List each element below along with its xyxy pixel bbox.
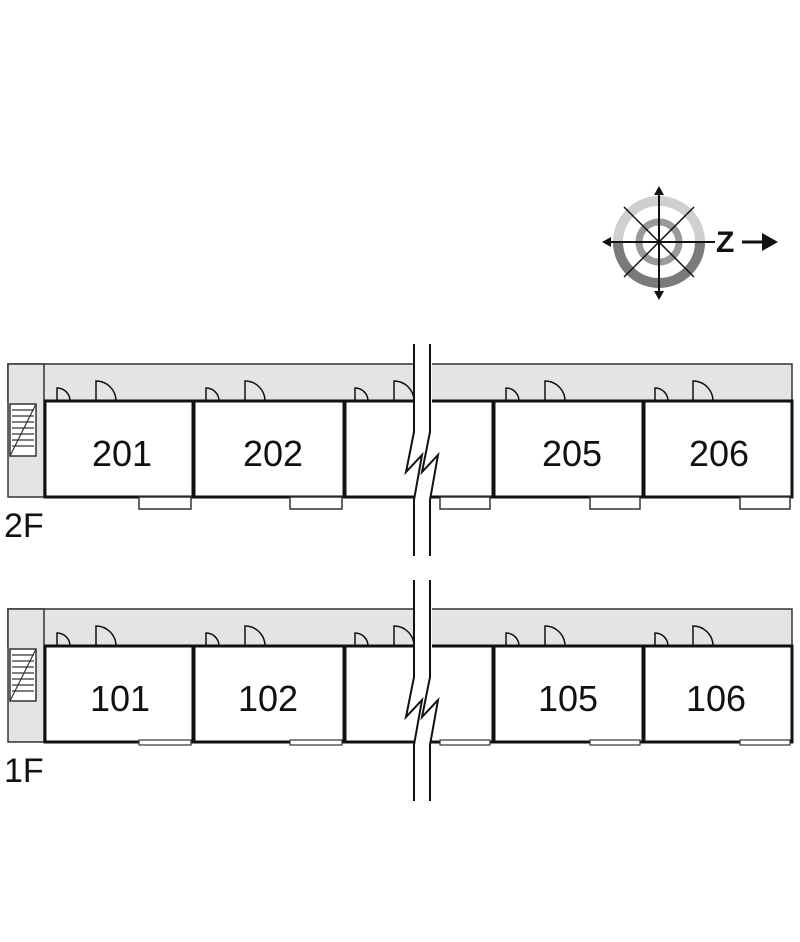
door-icon bbox=[505, 387, 520, 402]
compass-north-label: Z bbox=[716, 226, 734, 259]
unit-106[interactable]: 106 bbox=[642, 625, 794, 746]
break-line-lower bbox=[404, 580, 440, 801]
door-icon bbox=[544, 625, 566, 647]
balcony-icon bbox=[739, 496, 791, 510]
floor-2f: 201 202 205 206 bbox=[4, 363, 794, 545]
stairs-icon bbox=[9, 648, 37, 702]
stairs-icon bbox=[9, 403, 37, 457]
window-icon bbox=[439, 739, 491, 746]
door-icon bbox=[205, 387, 220, 402]
door-icon bbox=[95, 625, 117, 647]
balcony-icon bbox=[439, 496, 491, 510]
door-icon bbox=[205, 632, 220, 647]
balcony-icon bbox=[138, 496, 192, 510]
unit-205[interactable]: 205 bbox=[492, 380, 645, 510]
break-line-upper bbox=[404, 344, 440, 556]
unit-number: 105 bbox=[538, 678, 598, 719]
door-icon bbox=[505, 632, 520, 647]
window-icon bbox=[138, 739, 192, 746]
unit-number: 101 bbox=[90, 678, 150, 719]
window-icon bbox=[739, 739, 791, 746]
unit-number: 106 bbox=[686, 678, 746, 719]
unit-number: 202 bbox=[243, 433, 303, 474]
north-compass-icon: Z bbox=[602, 186, 778, 300]
unit-102[interactable]: 102 bbox=[192, 625, 346, 746]
floor-label: 1F bbox=[4, 752, 44, 790]
floor-label: 2F bbox=[4, 507, 44, 545]
balcony-icon bbox=[289, 496, 343, 510]
window-icon bbox=[589, 739, 641, 746]
unit-202[interactable]: 202 bbox=[192, 380, 346, 510]
unit-number: 201 bbox=[92, 433, 152, 474]
door-icon bbox=[544, 380, 566, 402]
door-icon bbox=[654, 387, 669, 402]
door-icon bbox=[56, 387, 71, 402]
door-icon bbox=[244, 380, 266, 402]
door-icon bbox=[244, 625, 266, 647]
unit-105[interactable]: 105 bbox=[492, 625, 645, 746]
floor-1f: 101 102 105 106 bbox=[4, 608, 794, 790]
door-icon bbox=[654, 632, 669, 647]
door-icon bbox=[692, 625, 714, 647]
unit-number: 206 bbox=[689, 433, 749, 474]
door-icon bbox=[95, 380, 117, 402]
door-icon bbox=[354, 632, 369, 647]
unit-number: 205 bbox=[542, 433, 602, 474]
unit-201[interactable]: 201 bbox=[43, 380, 195, 510]
unit-206[interactable]: 206 bbox=[642, 380, 794, 510]
door-icon bbox=[56, 632, 71, 647]
window-icon bbox=[289, 739, 343, 746]
door-icon bbox=[692, 380, 714, 402]
door-icon bbox=[354, 387, 369, 402]
unit-101[interactable]: 101 bbox=[43, 625, 195, 746]
unit-number: 102 bbox=[238, 678, 298, 719]
balcony-icon bbox=[589, 496, 641, 510]
